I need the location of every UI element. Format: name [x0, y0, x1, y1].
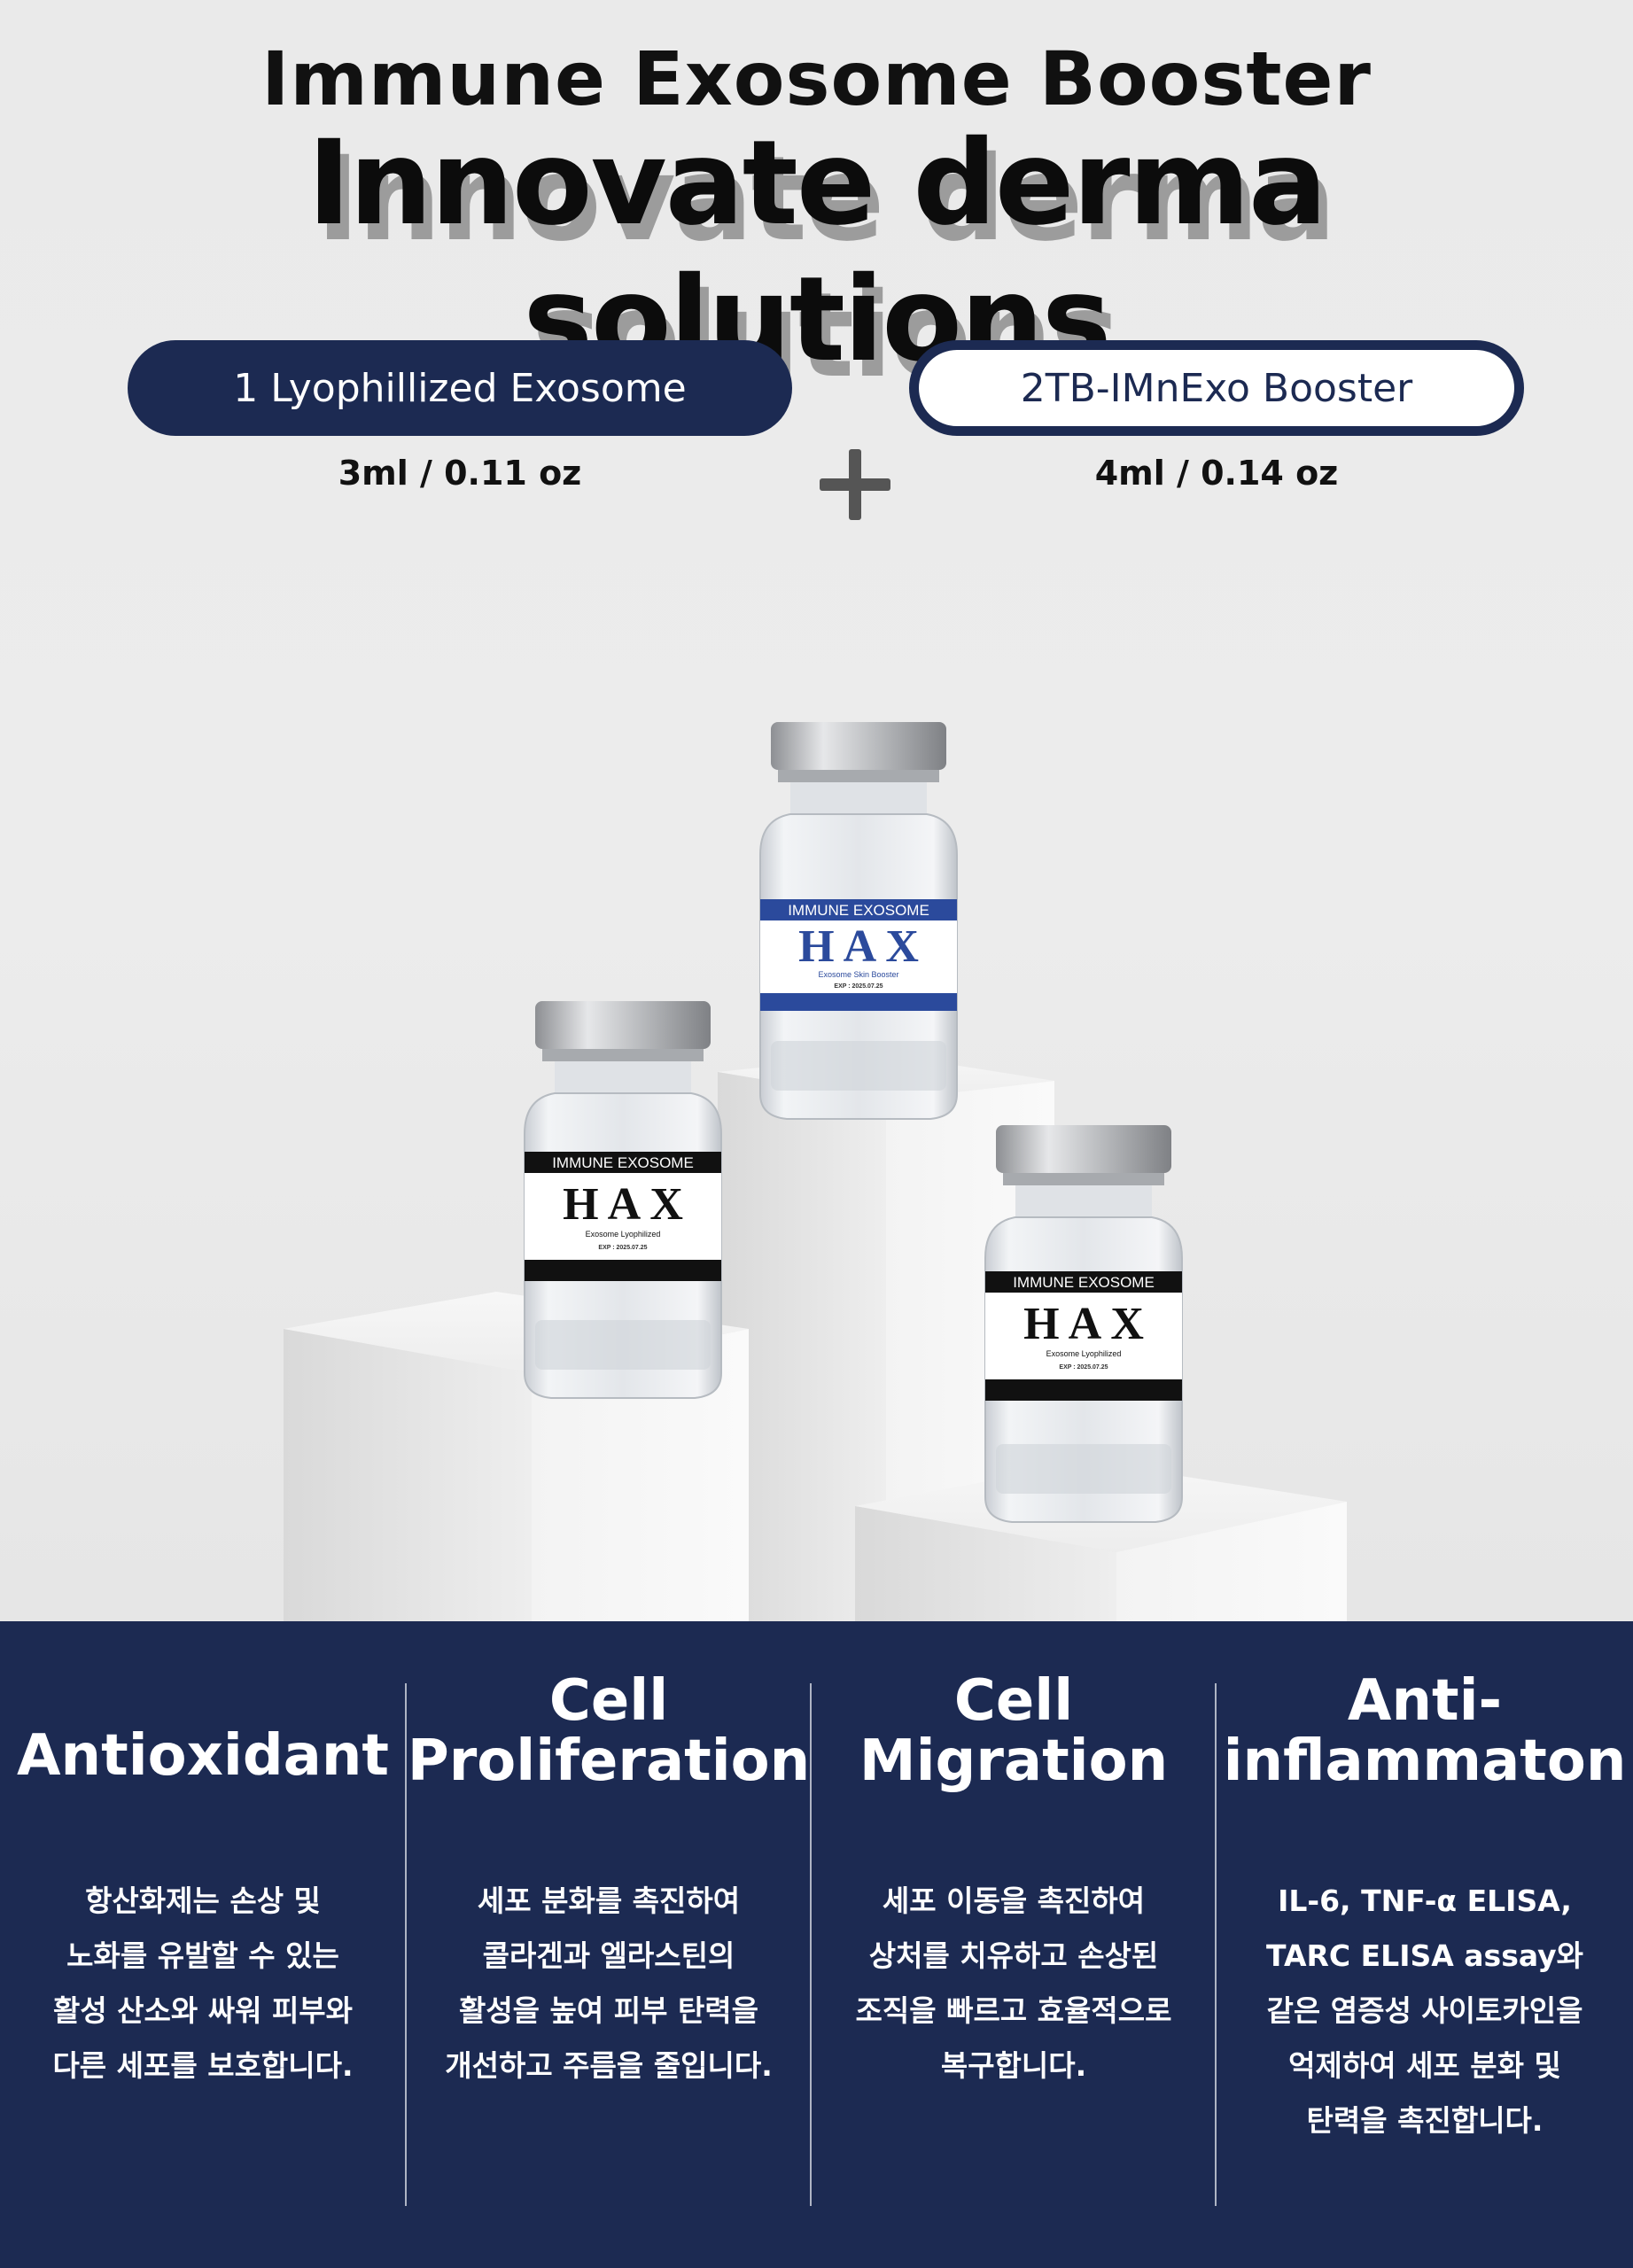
headline-shadow: Innovate derma solutions [315, 131, 1336, 404]
component-pill-booster: 2TB-IMnExo Booster [909, 340, 1524, 436]
vial-brand-line: IMMUNE EXOSOME [1013, 1274, 1155, 1291]
component-pill-lyophilized: 1 Lyophillized Exosome [128, 340, 792, 436]
benefit-anti-inflammation: Anti- inflammaton IL-6, TNF-α ELISA, TAR… [1217, 1621, 1633, 2268]
benefit-title: Cell Migration [859, 1668, 1169, 1794]
component-volume: 3ml / 0.11 oz [338, 454, 582, 493]
component-volume: 4ml / 0.14 oz [1094, 454, 1339, 493]
column-divider [810, 1683, 812, 2206]
component-label: 1 Lyophillized Exosome [233, 365, 687, 411]
vial-exp: EXP : 2025.07.25 [1059, 1364, 1108, 1371]
benefit-description: 항산화제는 손상 및 노화를 유발할 수 있는 활성 산소와 싸워 피부와 다른… [52, 1884, 354, 2083]
benefit-title: Anti- inflammaton [1223, 1668, 1627, 1794]
benefit-cell-migration: Cell Migration 세포 이동을 촉진하여 상처를 치유하고 손상된 … [812, 1621, 1216, 2268]
vial-logo: H A X [798, 921, 919, 972]
vial-type: Exosome Skin Booster [818, 970, 898, 979]
vial-type: Exosome Lyophilized [586, 1230, 661, 1239]
benefit-description: 세포 이동을 촉진하여 상처를 치유하고 손상된 조직을 빠르고 효율적으로 복… [855, 1884, 1172, 2083]
vial-exp: EXP : 2025.07.25 [834, 983, 883, 990]
vial-type: Exosome Lyophilized [1046, 1349, 1122, 1358]
vial-brand-line: IMMUNE EXOSOME [788, 902, 929, 919]
benefits-section: Antioxidant 항산화제는 손상 및 노화를 유발할 수 있는 활성 산… [0, 1621, 1633, 2268]
column-divider [1215, 1683, 1217, 2206]
benefit-cell-proliferation: Cell Proliferation 세포 분화를 촉진하여 콜라겐과 엘라스틴… [407, 1621, 811, 2268]
column-divider [405, 1683, 407, 2206]
vial-brand-line: IMMUNE EXOSOME [552, 1154, 694, 1171]
benefit-title: Cell Proliferation [407, 1668, 811, 1794]
headline-block: Innovate derma solutions Innovate derma … [0, 115, 1633, 404]
pedestal-left [284, 1292, 749, 1621]
vial-logo: H A X [1023, 1299, 1144, 1349]
product-subtitle: Immune Exosome Booster [261, 35, 1372, 122]
vial-logo: H A X [563, 1179, 683, 1230]
benefit-title: Antioxidant [17, 1723, 389, 1789]
plus-icon [820, 449, 890, 520]
benefit-description: IL-6, TNF-α ELISA, TARC ELISA assay와 같은 … [1266, 1884, 1583, 2138]
product-display-scene: IMMUNE EXOSOME H A X Exosome Skin Booste… [284, 722, 1347, 1621]
vial-lyophilized-left: IMMUNE EXOSOME H A X Exosome Lyophilized… [524, 1001, 722, 1399]
benefit-description: 세포 분화를 촉진하여 콜라겐과 엘라스틴의 활성을 높여 피부 탄력을 개선하… [445, 1884, 773, 2083]
vial-lyophilized-right: IMMUNE EXOSOME H A X Exosome Lyophilized… [984, 1125, 1183, 1523]
component-label: 2TB-IMnExo Booster [1020, 365, 1413, 411]
vial-skin-booster: IMMUNE EXOSOME H A X Exosome Skin Booste… [759, 722, 958, 1120]
hero-section: Immune Exosome Booster Innovate derma so… [0, 0, 1633, 1621]
vial-exp: EXP : 2025.07.25 [598, 1245, 647, 1251]
benefit-antioxidant: Antioxidant 항산화제는 손상 및 노화를 유발할 수 있는 활성 산… [0, 1621, 406, 2268]
